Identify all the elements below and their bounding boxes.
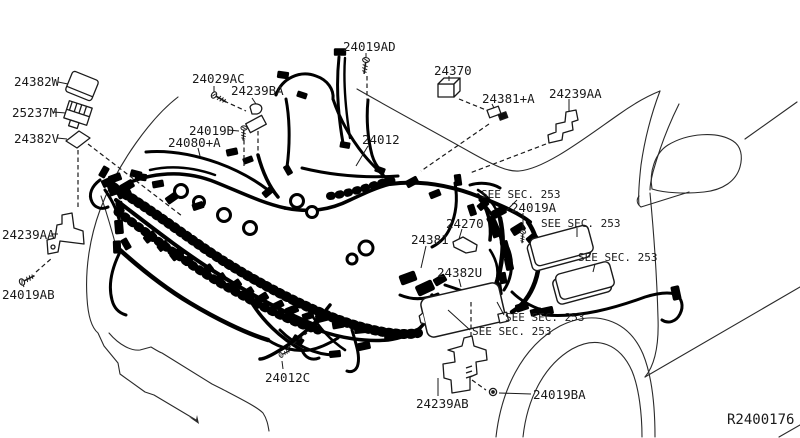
screw-24019ad-icon: [359, 56, 371, 76]
part-icons: [46, 70, 615, 397]
bracket-24239ab-icon: [442, 335, 488, 394]
bracket-24239aa-left-icon: [46, 212, 85, 255]
part-label-24029ac: 24029AC: [192, 71, 245, 86]
a-pillar-outer-line: [638, 90, 661, 206]
cowl-line: [356, 88, 661, 172]
box-24370-icon: [437, 77, 461, 98]
part-label-24381: 24381: [411, 232, 449, 247]
bracket-24239aa-right-icon: [547, 109, 579, 144]
see-section-note-4: SEE SEC. 253: [505, 311, 584, 324]
part-label-24270: 24270: [446, 216, 484, 231]
car-body-outline: [86, 88, 800, 438]
side-mirror: [650, 134, 742, 194]
screw-24019a-icon: [518, 229, 527, 245]
part-label-24019a: 24019A: [511, 200, 557, 215]
roof-line: [744, 101, 798, 140]
part-label-24381a: 24381+A: [482, 91, 535, 106]
part-label-24239aa-left: 24239AA: [2, 227, 55, 242]
part-label-24019ba: 24019BA: [533, 387, 586, 402]
bracket-hole: [50, 244, 56, 250]
bumper-lower-line: [108, 332, 270, 432]
screw-24029ac-icon: [209, 90, 229, 106]
screw-24019d-icon: [239, 124, 248, 142]
part-label-25237m: 25237M: [12, 105, 57, 120]
part-label-24012c: 24012C: [265, 370, 310, 385]
part-labels: 24382W 25237M 24382V 24239AA 24019AB 240…: [2, 39, 794, 428]
a-pillar-inner-line: [649, 103, 680, 191]
wheel-arch-outer: [495, 317, 656, 438]
corner-line: [778, 424, 800, 438]
part-label-24019d: 24019D: [189, 123, 234, 138]
relay-25237m-icon: [63, 100, 93, 130]
part-label-24080a: 24080+A: [168, 135, 221, 150]
bracket-24382v-icon: [65, 130, 91, 149]
relay-box-24382w-icon: [65, 70, 99, 102]
part-label-24012: 24012: [362, 132, 400, 147]
left-fender-line: [86, 96, 197, 421]
part-label-24239aa-right: 24239AA: [549, 86, 602, 101]
door-front-line: [644, 192, 659, 378]
part-label-24239ba: 24239BA: [231, 83, 284, 98]
wheel-arch-inner: [522, 341, 643, 438]
ecu-box-1: [526, 224, 594, 272]
part-label-24239ab: 24239AB: [416, 396, 469, 411]
sill-line: [644, 286, 800, 378]
part-label-24370: 24370: [434, 63, 472, 78]
see-section-note-3: SEE SEC. 253: [578, 251, 657, 264]
wiring-harness: [88, 48, 684, 374]
box-24382u-icon: [418, 282, 510, 338]
part-label-24382v: 24382V: [14, 131, 60, 146]
leader-lines: [22, 53, 596, 396]
clip-24239ba-icon: [245, 103, 267, 134]
part-label-24382w: 24382W: [14, 74, 60, 89]
part-label-24019ab: 24019AB: [2, 287, 55, 302]
part-label-24019ad: 24019AD: [343, 39, 396, 54]
screw-24019ba-icon: [488, 387, 498, 397]
diagram-ref-code: R2400176: [727, 412, 794, 428]
bumper-arrow: [189, 415, 199, 424]
see-section-note-1: SEE SEC. 253: [481, 188, 560, 201]
see-section-note-2: SEE SEC. 253: [541, 217, 620, 230]
plate-24270-icon: [452, 236, 478, 254]
ecu-box-2: [552, 261, 615, 305]
see-section-note-5: SEE SEC. 253: [472, 325, 551, 338]
mirror-base-line: [636, 191, 690, 208]
connector-24381a-icon: [486, 105, 509, 121]
part-label-24382u: 24382U: [437, 265, 482, 280]
dashed-leader-lines: [35, 76, 547, 391]
screw-24019ab-icon: [17, 271, 37, 287]
